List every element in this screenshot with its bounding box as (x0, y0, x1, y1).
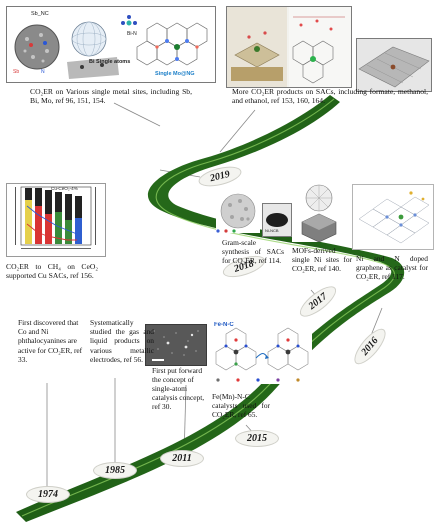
year-badge-2015: 2015 (235, 430, 279, 447)
ceo2-cu-chart-image: Cu-CeO₂-4% (6, 183, 106, 257)
note-single-metal-sites: CO₂ER on Various single metal sites, inc… (30, 87, 192, 106)
bi-n-label: Bi-N (127, 31, 137, 37)
fe-n-c-title: Fe-N-C (214, 322, 234, 328)
single-metal-sites-image: Sb_NC Sb N Bi Single atoms Bi-N Single M… (6, 6, 216, 83)
note-2015-fe-mn-n-c: Fe(Mn)-N-C catalysts used for CO₂ER, ref… (212, 392, 270, 419)
note-more-products: More CO₂ER products on SACs, including f… (232, 87, 428, 106)
sb-label: Sb (13, 69, 20, 75)
year-badge-1974: 1974 (26, 486, 70, 503)
ribbon-band (16, 95, 405, 522)
bi-single-atoms-label: Bi Single atoms (89, 59, 131, 65)
ni-n-graphene-image (352, 184, 434, 250)
mof-ni-sites-image (292, 182, 346, 242)
note-2018-gram-scale: Gram-scale synthesis of SACs for CO₂ER, … (222, 238, 284, 265)
ribbon-highlight (21, 98, 396, 517)
n-label: N (41, 69, 45, 75)
fe-n-c-structure-image: Fe-N-C (212, 322, 312, 384)
note-2017-mof-ni: MOFs-derived single Ni sites for CO₂ER, … (292, 246, 352, 273)
cu-ceo2-legend: Cu-CeO₂-4% (51, 186, 78, 191)
note-2011-single-atom-catalysis: First put forward the concept of single-… (152, 366, 205, 411)
note-1985-metallic-electrodes: Systematically studied the gas and liqui… (90, 318, 154, 364)
sac-products-image-1 (226, 6, 352, 88)
note-1974-phthalocyanines: First discovered that Co and Ni phthaloc… (18, 318, 83, 364)
single-atom-stem-image (145, 324, 207, 366)
note-2016-ni-n-graphene: Ni and N doped graphene as catalyst for … (356, 254, 428, 281)
sac-products-image-2 (356, 38, 432, 92)
ni-ncb-tag: Ni-NCB (265, 228, 279, 233)
year-badge-1985: 1985 (93, 462, 137, 479)
note-2019-ceo2-cu: CO₂ER to CH₄ on CeO₂ supported Cu SACs, … (6, 262, 98, 281)
gram-scale-particle-image (216, 191, 260, 233)
single-mo-ng-label: Single Mo@NG (155, 71, 195, 77)
sb-nc-label: Sb_NC (31, 11, 49, 17)
gram-scale-powder-image: Ni-NCB (262, 203, 292, 237)
year-badge-2011: 2011 (160, 450, 204, 467)
